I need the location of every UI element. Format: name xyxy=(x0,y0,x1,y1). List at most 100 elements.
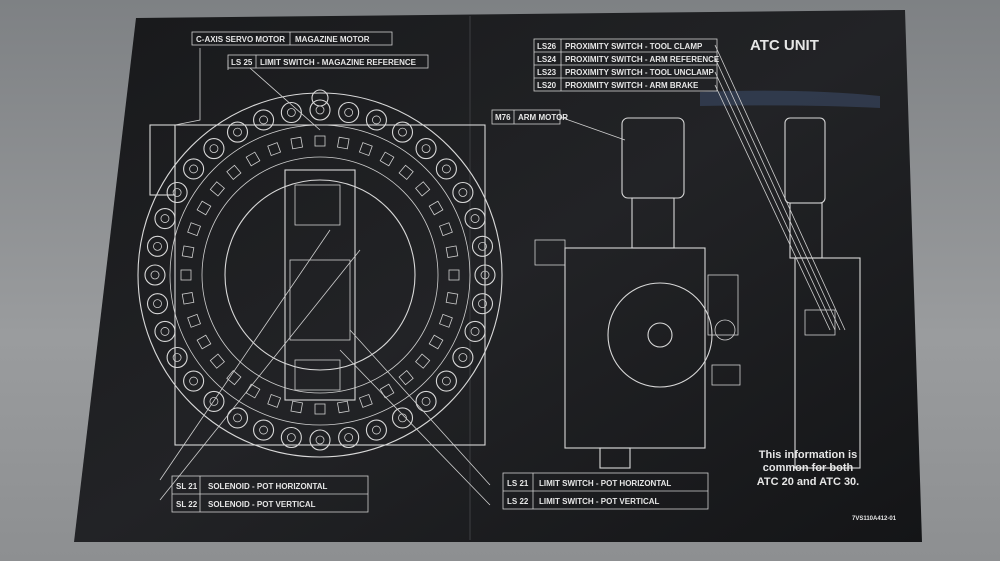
tool-pocket xyxy=(365,419,387,441)
svg-text:PROXIMITY SWITCH - ARM REFEREN: PROXIMITY SWITCH - ARM REFERENCE xyxy=(565,55,720,64)
pocket-link xyxy=(379,151,395,167)
svg-text:LS24: LS24 xyxy=(537,55,557,64)
magazine-ring xyxy=(137,92,503,458)
magazine-ring xyxy=(169,124,471,426)
part-number: 7VS110A412-01 xyxy=(852,516,897,522)
tool-pocket-center xyxy=(315,105,325,115)
tool-pocket-center xyxy=(233,413,242,423)
tool-pocket xyxy=(146,293,169,315)
magazine-ring xyxy=(201,156,439,394)
tool-pocket-center xyxy=(344,433,354,442)
svg-text:SOLENOID - POT HORIZONTAL: SOLENOID - POT HORIZONTAL xyxy=(208,482,328,491)
svg-text:LIMIT SWITCH - MAGAZINE REFERE: LIMIT SWITCH - MAGAZINE REFERENCE xyxy=(260,58,417,67)
svg-text:ATC 20 and ATC 30.: ATC 20 and ATC 30. xyxy=(757,476,859,488)
svg-text:LIMIT SWITCH - POT VERTICAL: LIMIT SWITCH - POT VERTICAL xyxy=(539,497,660,506)
tool-pocket xyxy=(415,390,437,412)
svg-text:This information is: This information is xyxy=(759,449,857,461)
pocket-link xyxy=(181,245,195,258)
pocket-link xyxy=(187,222,202,237)
pocket-link xyxy=(314,403,326,415)
tool-pocket xyxy=(226,407,249,429)
callout-table-proximity-switches: LS26 PROXIMITY SWITCH - TOOL CLAMP LS24 … xyxy=(533,38,720,92)
pocket-link xyxy=(180,269,192,281)
pocket-link xyxy=(209,181,225,197)
pocket-link xyxy=(438,313,453,328)
tool-pocket xyxy=(471,235,494,257)
pocket-link xyxy=(415,181,431,197)
tool-pocket xyxy=(338,101,360,124)
pocket-link xyxy=(358,393,373,408)
tool-pocket-center xyxy=(470,214,480,223)
tool-pocket xyxy=(144,264,166,286)
tool-pocket-center xyxy=(344,108,354,117)
pocket-link xyxy=(226,164,242,180)
tool-pocket xyxy=(166,346,188,369)
tool-pocket xyxy=(166,181,188,204)
tool-pocket-center xyxy=(458,353,468,362)
tool-pocket xyxy=(435,158,457,180)
arm-unit-drawing xyxy=(534,44,861,469)
tool-pocket-center xyxy=(478,241,487,251)
tool-pocket-center xyxy=(421,396,431,406)
tool-pocket-center xyxy=(189,376,199,386)
svg-text:LIMIT SWITCH - POT HORIZONTAL: LIMIT SWITCH - POT HORIZONTAL xyxy=(539,479,671,488)
tool-pocket xyxy=(471,293,494,315)
svg-text:LS 21: LS 21 xyxy=(507,479,529,488)
tool-pocket xyxy=(435,370,457,392)
glare-reflection xyxy=(700,90,880,108)
tool-pocket xyxy=(280,426,302,449)
tool-pocket xyxy=(391,121,414,143)
pocket-link xyxy=(314,135,326,147)
tool-pocket xyxy=(146,235,169,257)
pocket-link xyxy=(290,400,303,414)
pocket-link xyxy=(428,200,444,216)
tool-pocket-center xyxy=(150,270,160,280)
svg-text:common for both: common for both xyxy=(763,462,854,474)
pocket-link xyxy=(267,142,282,157)
tool-pocket xyxy=(203,390,225,412)
tool-pocket-center xyxy=(478,299,487,309)
tool-pocket xyxy=(253,419,275,441)
tool-pocket xyxy=(203,138,225,160)
tool-pocket xyxy=(253,109,275,131)
svg-text:SL 21: SL 21 xyxy=(176,482,198,491)
pocket-link xyxy=(209,353,225,369)
svg-text:ARM MOTOR: ARM MOTOR xyxy=(518,113,568,122)
tool-pocket xyxy=(183,158,205,180)
callout-table-solenoids: SL 21 SOLENOID - POT HORIZONTAL SL 22 SO… xyxy=(171,475,369,513)
tool-pocket-center xyxy=(172,188,182,197)
tool-pocket xyxy=(154,320,176,342)
pocket-link xyxy=(398,164,414,180)
tool-pocket xyxy=(452,181,474,204)
tool-pocket-center xyxy=(209,396,219,406)
compatibility-note: This information is common for both ATC … xyxy=(757,449,859,488)
tool-pocket xyxy=(474,264,496,286)
tool-pocket-center xyxy=(153,241,162,251)
callout-ls25: LS 25 LIMIT SWITCH - MAGAZINE REFERENCE xyxy=(227,54,429,69)
pocket-link xyxy=(358,142,373,157)
pocket-link xyxy=(290,136,303,150)
tool-pocket-center xyxy=(153,299,162,309)
magazine-ring xyxy=(224,179,416,371)
callout-arm-motor: M76 ARM MOTOR xyxy=(491,109,568,125)
tool-pocket-center xyxy=(398,413,407,423)
tool-pocket-center xyxy=(233,127,242,137)
pocket-link xyxy=(337,400,350,414)
tool-pocket-center xyxy=(259,425,268,435)
tool-pocket xyxy=(226,121,249,143)
tool-pocket xyxy=(452,346,474,369)
pocket-link xyxy=(196,334,212,350)
svg-text:PROXIMITY SWITCH - TOOL UNCLAM: PROXIMITY SWITCH - TOOL UNCLAMP xyxy=(565,68,715,77)
pocket-link xyxy=(438,222,453,237)
pocket-link xyxy=(196,200,212,216)
tool-pocket-center xyxy=(286,108,296,117)
callout-table-limit-switches: LS 21 LIMIT SWITCH - POT HORIZONTAL LS 2… xyxy=(502,472,709,510)
tool-pocket xyxy=(391,407,414,429)
tool-pocket xyxy=(415,138,437,160)
tool-pocket-center xyxy=(172,353,182,362)
pocket-link xyxy=(415,353,431,369)
callout-magazine-motor: C-AXIS SERVO MOTOR MAGAZINE MOTOR xyxy=(191,31,393,46)
tool-pocket-center xyxy=(421,144,431,154)
